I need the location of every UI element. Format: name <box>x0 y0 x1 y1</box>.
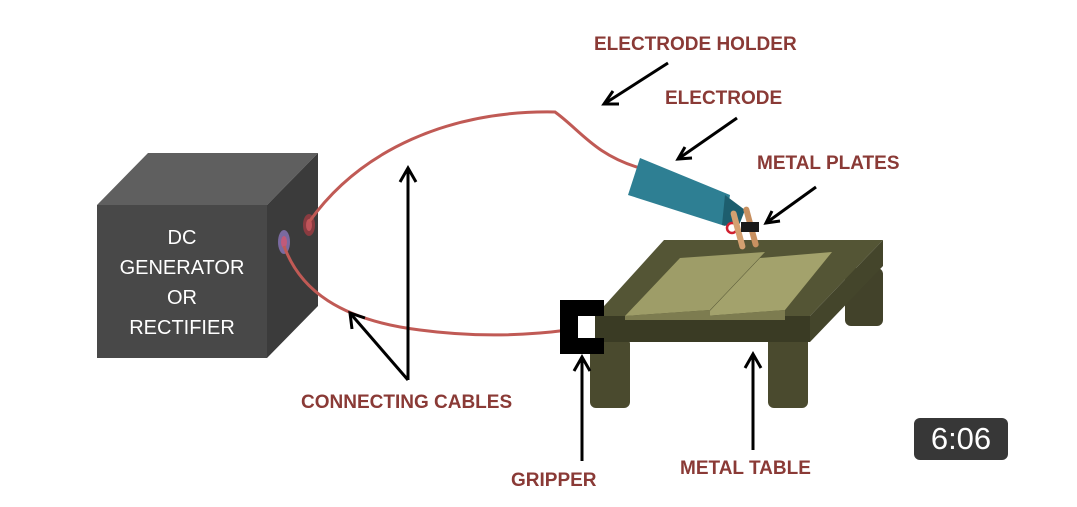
arrow-electrode <box>677 116 738 161</box>
gripper-clamp <box>560 300 604 354</box>
arrow-connecting-cables-diag <box>348 312 410 381</box>
cable-to-gripper <box>282 245 569 337</box>
dc-generator-box: DC GENERATOR OR RECTIFIER <box>97 153 318 358</box>
metal-plate-pieces <box>730 206 759 250</box>
metal-plate-left <box>625 252 765 316</box>
video-duration-badge: 6:06 <box>914 418 1008 460</box>
generator-text-line3: OR <box>167 287 197 309</box>
label-connecting-cables: CONNECTING CABLES <box>301 392 512 413</box>
label-metal-table: METAL TABLE <box>680 458 811 479</box>
label-electrode: ELECTRODE <box>665 88 782 109</box>
electrode-holder <box>628 158 745 235</box>
arrow-electrode-holder <box>603 61 669 106</box>
generator-text-line2: GENERATOR <box>120 257 245 279</box>
label-gripper: GRIPPER <box>511 470 597 491</box>
cable-to-electrode-holder <box>307 110 641 223</box>
arrows <box>348 61 817 461</box>
arrow-metal-plates <box>765 185 817 225</box>
generator-text-line1: DC <box>168 227 197 249</box>
label-metal-plates: METAL PLATES <box>757 153 900 174</box>
generator-text-line4: RECTIFIER <box>129 317 235 339</box>
metal-table <box>590 240 883 408</box>
metal-plate-right <box>705 252 832 316</box>
label-electrode-holder: ELECTRODE HOLDER <box>594 34 797 55</box>
